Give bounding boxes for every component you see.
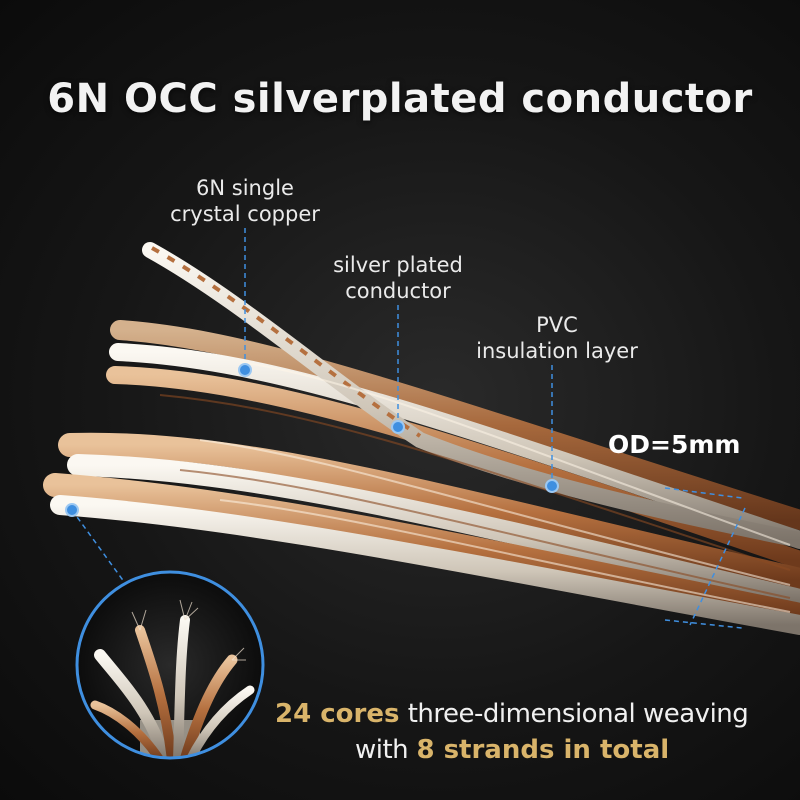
core-callout-dot bbox=[65, 503, 79, 517]
page-title: 6N OCC silverplated conductor bbox=[47, 76, 753, 122]
pvc-callout-label: PVC insulation layer bbox=[462, 312, 652, 364]
copper-callout-line1: 6N single bbox=[196, 176, 294, 200]
core-callout-line bbox=[71, 509, 131, 591]
caption-line-2: with 8 strands in total bbox=[355, 734, 800, 766]
cable-bundle bbox=[43, 242, 800, 635]
caption-strands-highlight: 8 strands in total bbox=[416, 735, 670, 765]
caption-weaving-text: three-dimensional weaving bbox=[407, 699, 749, 729]
caption-with-text: with bbox=[355, 735, 409, 765]
caption-cores-highlight: 24 cores bbox=[275, 699, 400, 729]
silver-callout-dot bbox=[391, 420, 405, 434]
copper-callout-line2: crystal copper bbox=[170, 202, 320, 226]
silver-callout-label: silver plated conductor bbox=[318, 252, 478, 304]
od-dimension-lines bbox=[664, 487, 746, 629]
od-label: OD=5mm bbox=[608, 430, 741, 459]
pvc-callout-line2: insulation layer bbox=[476, 339, 638, 363]
copper-callout-dot bbox=[238, 363, 252, 377]
silver-callout-line1: silver plated bbox=[333, 253, 463, 277]
pvc-callout-line1: PVC bbox=[536, 313, 578, 337]
caption-line-1: 24 cores three-dimensional weaving bbox=[275, 698, 795, 730]
core-zoom-circle bbox=[75, 570, 265, 760]
pvc-callout-dot bbox=[545, 479, 559, 493]
silver-callout-line2: conductor bbox=[345, 279, 451, 303]
copper-callout-label: 6N single crystal copper bbox=[155, 175, 335, 227]
